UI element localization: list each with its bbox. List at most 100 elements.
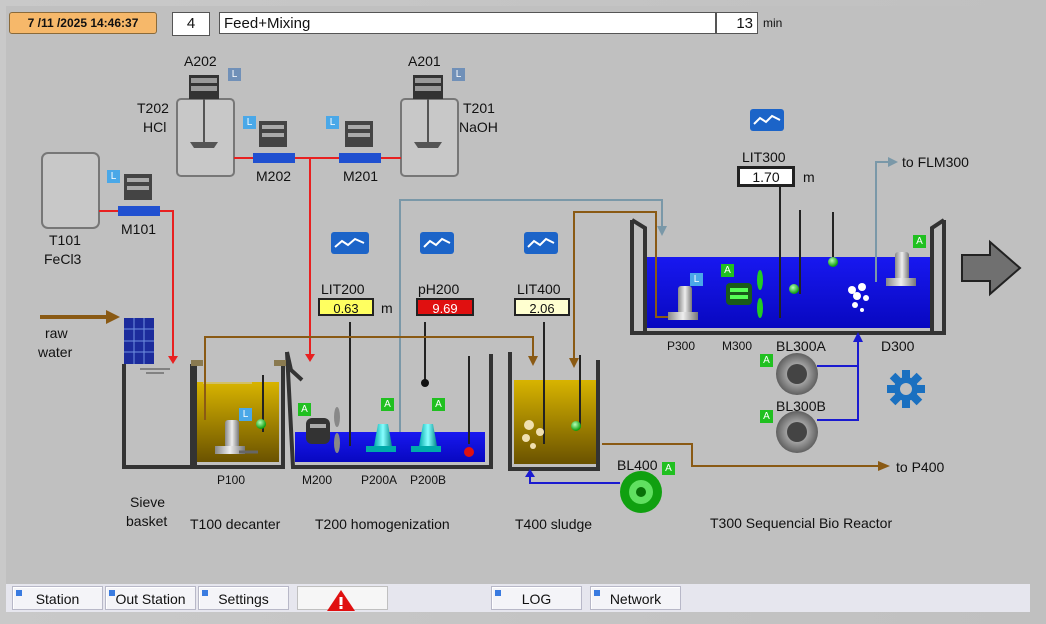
log-button[interactable]: LOG xyxy=(491,586,582,610)
mode-badge-p100[interactable]: L xyxy=(239,408,252,421)
label-m300: M300 xyxy=(722,339,753,353)
agitator-a201 xyxy=(413,75,443,148)
label-to-flm300: to FLM300 xyxy=(902,154,969,170)
blower-bl400 xyxy=(620,471,662,513)
agitator-a202 xyxy=(189,75,219,148)
label-a202: A202 xyxy=(184,53,217,69)
lit300-value: 1.70 xyxy=(737,166,795,187)
mode-badge-a202[interactable]: L xyxy=(228,68,241,81)
label-m101: M101 xyxy=(121,221,157,237)
label-t201: T201 xyxy=(463,100,495,116)
mode-badge-m201[interactable]: L xyxy=(326,116,339,129)
gear-icon xyxy=(887,370,925,408)
label-p200a: P200A xyxy=(361,473,398,487)
blower-bl300a xyxy=(776,353,818,395)
label-t100: T100 decanter xyxy=(190,516,281,532)
label-a201: A201 xyxy=(408,53,441,69)
pump-p300 xyxy=(668,286,698,320)
label-t101: T101 xyxy=(49,232,81,248)
label-t101-sub: FeCl3 xyxy=(44,251,82,267)
tank-t201 xyxy=(400,98,459,177)
label-t400: T400 sludge xyxy=(515,516,593,532)
label-t200: T200 homogenization xyxy=(315,516,450,532)
label-d300: D300 xyxy=(881,338,915,354)
button-indicator xyxy=(202,590,208,596)
label-m202: M202 xyxy=(256,168,292,184)
label-raw-water-2: water xyxy=(38,344,73,360)
mode-badge-bl400[interactable]: A xyxy=(662,462,675,475)
lit300-unit: m xyxy=(803,169,815,185)
label-sieve-1: Sieve xyxy=(130,494,166,510)
lit300-tag: LIT300 xyxy=(742,149,786,165)
dosing-pump-m202 xyxy=(253,121,295,163)
tank-t101 xyxy=(41,152,100,229)
brown-pipes xyxy=(204,211,880,467)
label-t300: T300 Sequencial Bio Reactor xyxy=(710,515,893,531)
label-raw-water-1: raw xyxy=(45,325,68,341)
pump-p200a xyxy=(366,424,396,452)
label-bl300a: BL300A xyxy=(776,338,826,354)
label-t202: T202 xyxy=(137,100,169,116)
lit200-unit: m xyxy=(381,300,393,316)
output-arrow xyxy=(961,239,1022,297)
ph200-value: 9.69 xyxy=(416,298,474,316)
pump-p100 xyxy=(215,420,258,454)
trend-icon-ph200 xyxy=(420,232,454,254)
datetime-display: 7 /11 /2025 14:46:37 xyxy=(9,12,157,34)
decanter-d300 xyxy=(886,252,916,286)
label-p100: P100 xyxy=(217,473,246,487)
button-indicator xyxy=(109,590,115,596)
lit400-value: 2.06 xyxy=(514,298,570,316)
mode-badge-bl300b[interactable]: A xyxy=(760,410,773,423)
blower-bl300b xyxy=(776,411,818,453)
grey-pipes xyxy=(399,161,890,432)
step-name: Feed+Mixing xyxy=(219,12,716,34)
label-to-p400: to P400 xyxy=(896,459,945,475)
settings-button[interactable]: Settings xyxy=(198,586,289,610)
label-t201-sub: NaOH xyxy=(459,119,498,135)
trend-icon-lit200 xyxy=(331,232,369,254)
mode-badge-a201[interactable]: L xyxy=(452,68,465,81)
mode-badge-p300[interactable]: L xyxy=(690,273,703,286)
label-m200: M200 xyxy=(302,473,333,487)
mode-badge-p200a[interactable]: A xyxy=(381,398,394,411)
mode-badge-d300[interactable]: A xyxy=(913,235,926,248)
ph200-tag: pH200 xyxy=(418,281,460,297)
station-button[interactable]: Station xyxy=(12,586,103,610)
label-sieve-2: basket xyxy=(126,513,168,529)
lit200-tag: LIT200 xyxy=(321,281,365,297)
network-button[interactable]: Network xyxy=(590,586,681,610)
trend-icon-lit400 xyxy=(524,232,558,254)
mode-badge-m202[interactable]: L xyxy=(243,116,256,129)
diffuser-bubbles xyxy=(848,283,869,312)
pump-p200b xyxy=(411,424,441,452)
mode-badge-m101[interactable]: L xyxy=(107,170,120,183)
minutes-unit: min xyxy=(763,16,783,30)
mixer-m300 xyxy=(726,270,763,318)
button-indicator xyxy=(495,590,501,596)
trend-icon-t300 xyxy=(750,109,784,131)
alarm-button[interactable] xyxy=(297,586,388,610)
label-p300: P300 xyxy=(667,339,696,353)
mode-badge-bl300a[interactable]: A xyxy=(760,354,773,367)
out-station-button[interactable]: Out Station xyxy=(105,586,196,610)
lit200-value: 0.63 xyxy=(318,298,374,316)
mode-badge-m300[interactable]: A xyxy=(721,264,734,277)
step-minutes: 13 xyxy=(716,12,758,34)
step-number: 4 xyxy=(172,12,210,36)
chemical-pipes xyxy=(99,157,401,362)
label-t202-sub: HCl xyxy=(143,119,167,135)
mode-badge-p200b[interactable]: A xyxy=(432,398,445,411)
label-bl400: BL400 xyxy=(617,457,658,473)
mixer-m200 xyxy=(306,407,340,453)
label-m201: M201 xyxy=(343,168,379,184)
tank-t202 xyxy=(176,98,235,177)
mode-badge-m200[interactable]: A xyxy=(298,403,311,416)
button-indicator xyxy=(16,590,22,596)
dosing-pump-m101 xyxy=(118,174,160,216)
dosing-pump-m201 xyxy=(339,121,381,163)
label-bl300b: BL300B xyxy=(776,398,826,414)
button-indicator xyxy=(594,590,600,596)
lit400-tag: LIT400 xyxy=(517,281,561,297)
